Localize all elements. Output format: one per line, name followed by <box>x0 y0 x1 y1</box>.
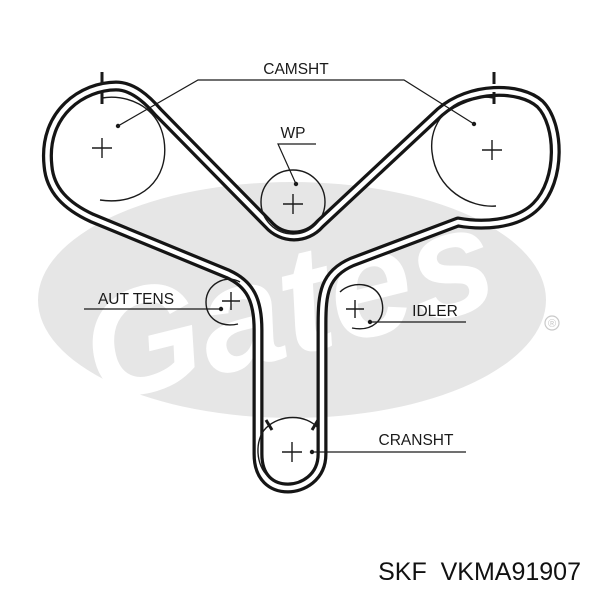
part-number-caption: SKF VKMA91907 <box>378 558 581 586</box>
left-cam-pulley-arc <box>99 96 166 202</box>
crank-timing-mark-left <box>264 419 274 431</box>
belt-inner-line <box>45 83 558 491</box>
camshaft-leader-right <box>340 79 475 125</box>
registered-mark-ring <box>544 315 560 331</box>
camshaft-label: CAMSHT <box>263 61 329 78</box>
water-pump-label: WP <box>281 125 306 142</box>
registered-mark: ® <box>548 318 556 330</box>
water-pump-circle <box>260 169 326 235</box>
crankshaft-pulley <box>257 416 320 477</box>
auto-tensioner-pulley <box>205 278 241 326</box>
idler-arc <box>339 283 384 330</box>
right-cam-pulley-arc <box>431 96 497 207</box>
crankshaft-label: CRANSHT <box>379 432 454 449</box>
crank-timing-mark-right <box>310 419 320 431</box>
auto-tensioner-arc <box>205 278 241 326</box>
crankshaft-arc <box>257 416 319 477</box>
water-pump-leader <box>277 143 316 185</box>
idler-pulley <box>339 283 384 330</box>
water-pump-pulley <box>260 169 326 235</box>
camshaft-leader-left <box>117 79 340 127</box>
leader-lines <box>84 79 475 453</box>
idler-label: IDLER <box>412 303 458 320</box>
timing-belt <box>41 80 561 494</box>
auto-tensioner-label: AUT TENS <box>98 291 174 308</box>
